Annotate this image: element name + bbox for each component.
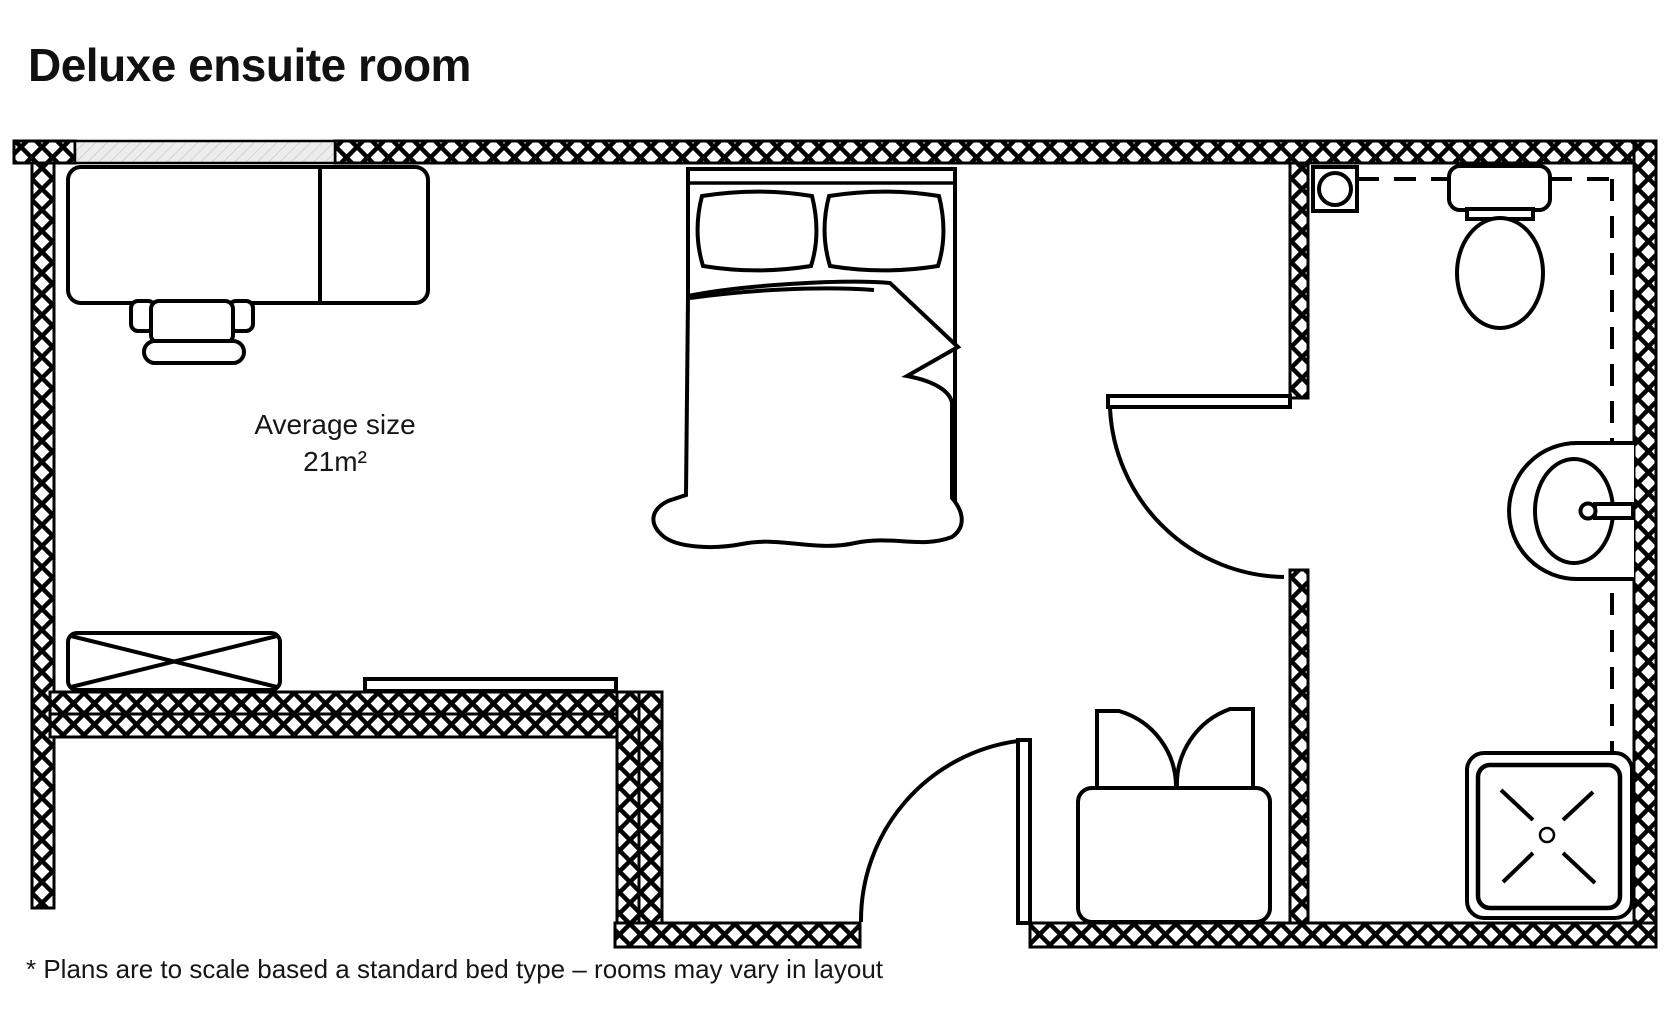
pillow-right bbox=[822, 189, 946, 273]
shelf bbox=[363, 677, 618, 693]
toilet bbox=[1447, 164, 1552, 330]
duvet-fold-line bbox=[689, 286, 875, 300]
bathroom-door-leaf bbox=[1106, 394, 1292, 409]
extractor-fan-icon bbox=[1317, 171, 1353, 207]
sink bbox=[1507, 441, 1635, 581]
pillow-left bbox=[695, 189, 819, 273]
extractor-fan bbox=[1311, 165, 1359, 213]
wall-right bbox=[1632, 139, 1658, 949]
wall-bottom-left-segment bbox=[613, 921, 862, 949]
bed bbox=[651, 167, 964, 549]
storage-box-cross bbox=[70, 634, 278, 689]
wardrobe-door-left bbox=[1095, 709, 1179, 790]
window bbox=[73, 139, 337, 165]
page-title: Deluxe ensuite room bbox=[28, 39, 471, 91]
wall-left bbox=[30, 161, 56, 910]
wall-top-right-segment bbox=[333, 139, 1658, 165]
entry-door-swing-arc bbox=[858, 739, 1019, 923]
room-size-label-line2: 21m² bbox=[303, 446, 367, 477]
shower bbox=[1465, 751, 1634, 920]
wall-bottom-right-segment bbox=[1028, 921, 1658, 949]
wardrobe bbox=[1076, 707, 1272, 924]
wall-bathroom-lower bbox=[1288, 568, 1310, 925]
wardrobe-door-right bbox=[1174, 707, 1255, 790]
toilet-cistern bbox=[1447, 164, 1552, 212]
chair-back bbox=[142, 339, 246, 365]
room-size-label: Average size 21m² bbox=[185, 406, 485, 480]
desk bbox=[66, 165, 430, 305]
entry-door-leaf bbox=[1016, 738, 1032, 925]
desk-area bbox=[66, 165, 430, 365]
sink-tap bbox=[1593, 502, 1635, 520]
wardrobe-base bbox=[1076, 786, 1272, 924]
shower-tray-inner bbox=[1475, 762, 1623, 911]
wall-bathroom-upper bbox=[1288, 161, 1310, 400]
bathroom-door bbox=[1106, 394, 1292, 579]
toilet-bowl bbox=[1455, 216, 1545, 330]
dashed-service-lines bbox=[1357, 177, 1614, 753]
footnote: * Plans are to scale based a standard be… bbox=[26, 954, 884, 984]
entry-door bbox=[858, 738, 1032, 925]
bathroom-door-swing-arc bbox=[1108, 407, 1285, 579]
walls bbox=[12, 139, 1658, 949]
storage-area bbox=[66, 631, 618, 693]
room-size-label-line1: Average size bbox=[254, 409, 416, 440]
chair-seat bbox=[149, 299, 235, 345]
shower-tray-cross bbox=[1499, 788, 1597, 885]
duvet bbox=[651, 279, 964, 549]
sink-drain bbox=[1578, 501, 1598, 521]
shower-drain bbox=[1538, 826, 1556, 844]
wall-top-left-segment bbox=[12, 139, 77, 165]
